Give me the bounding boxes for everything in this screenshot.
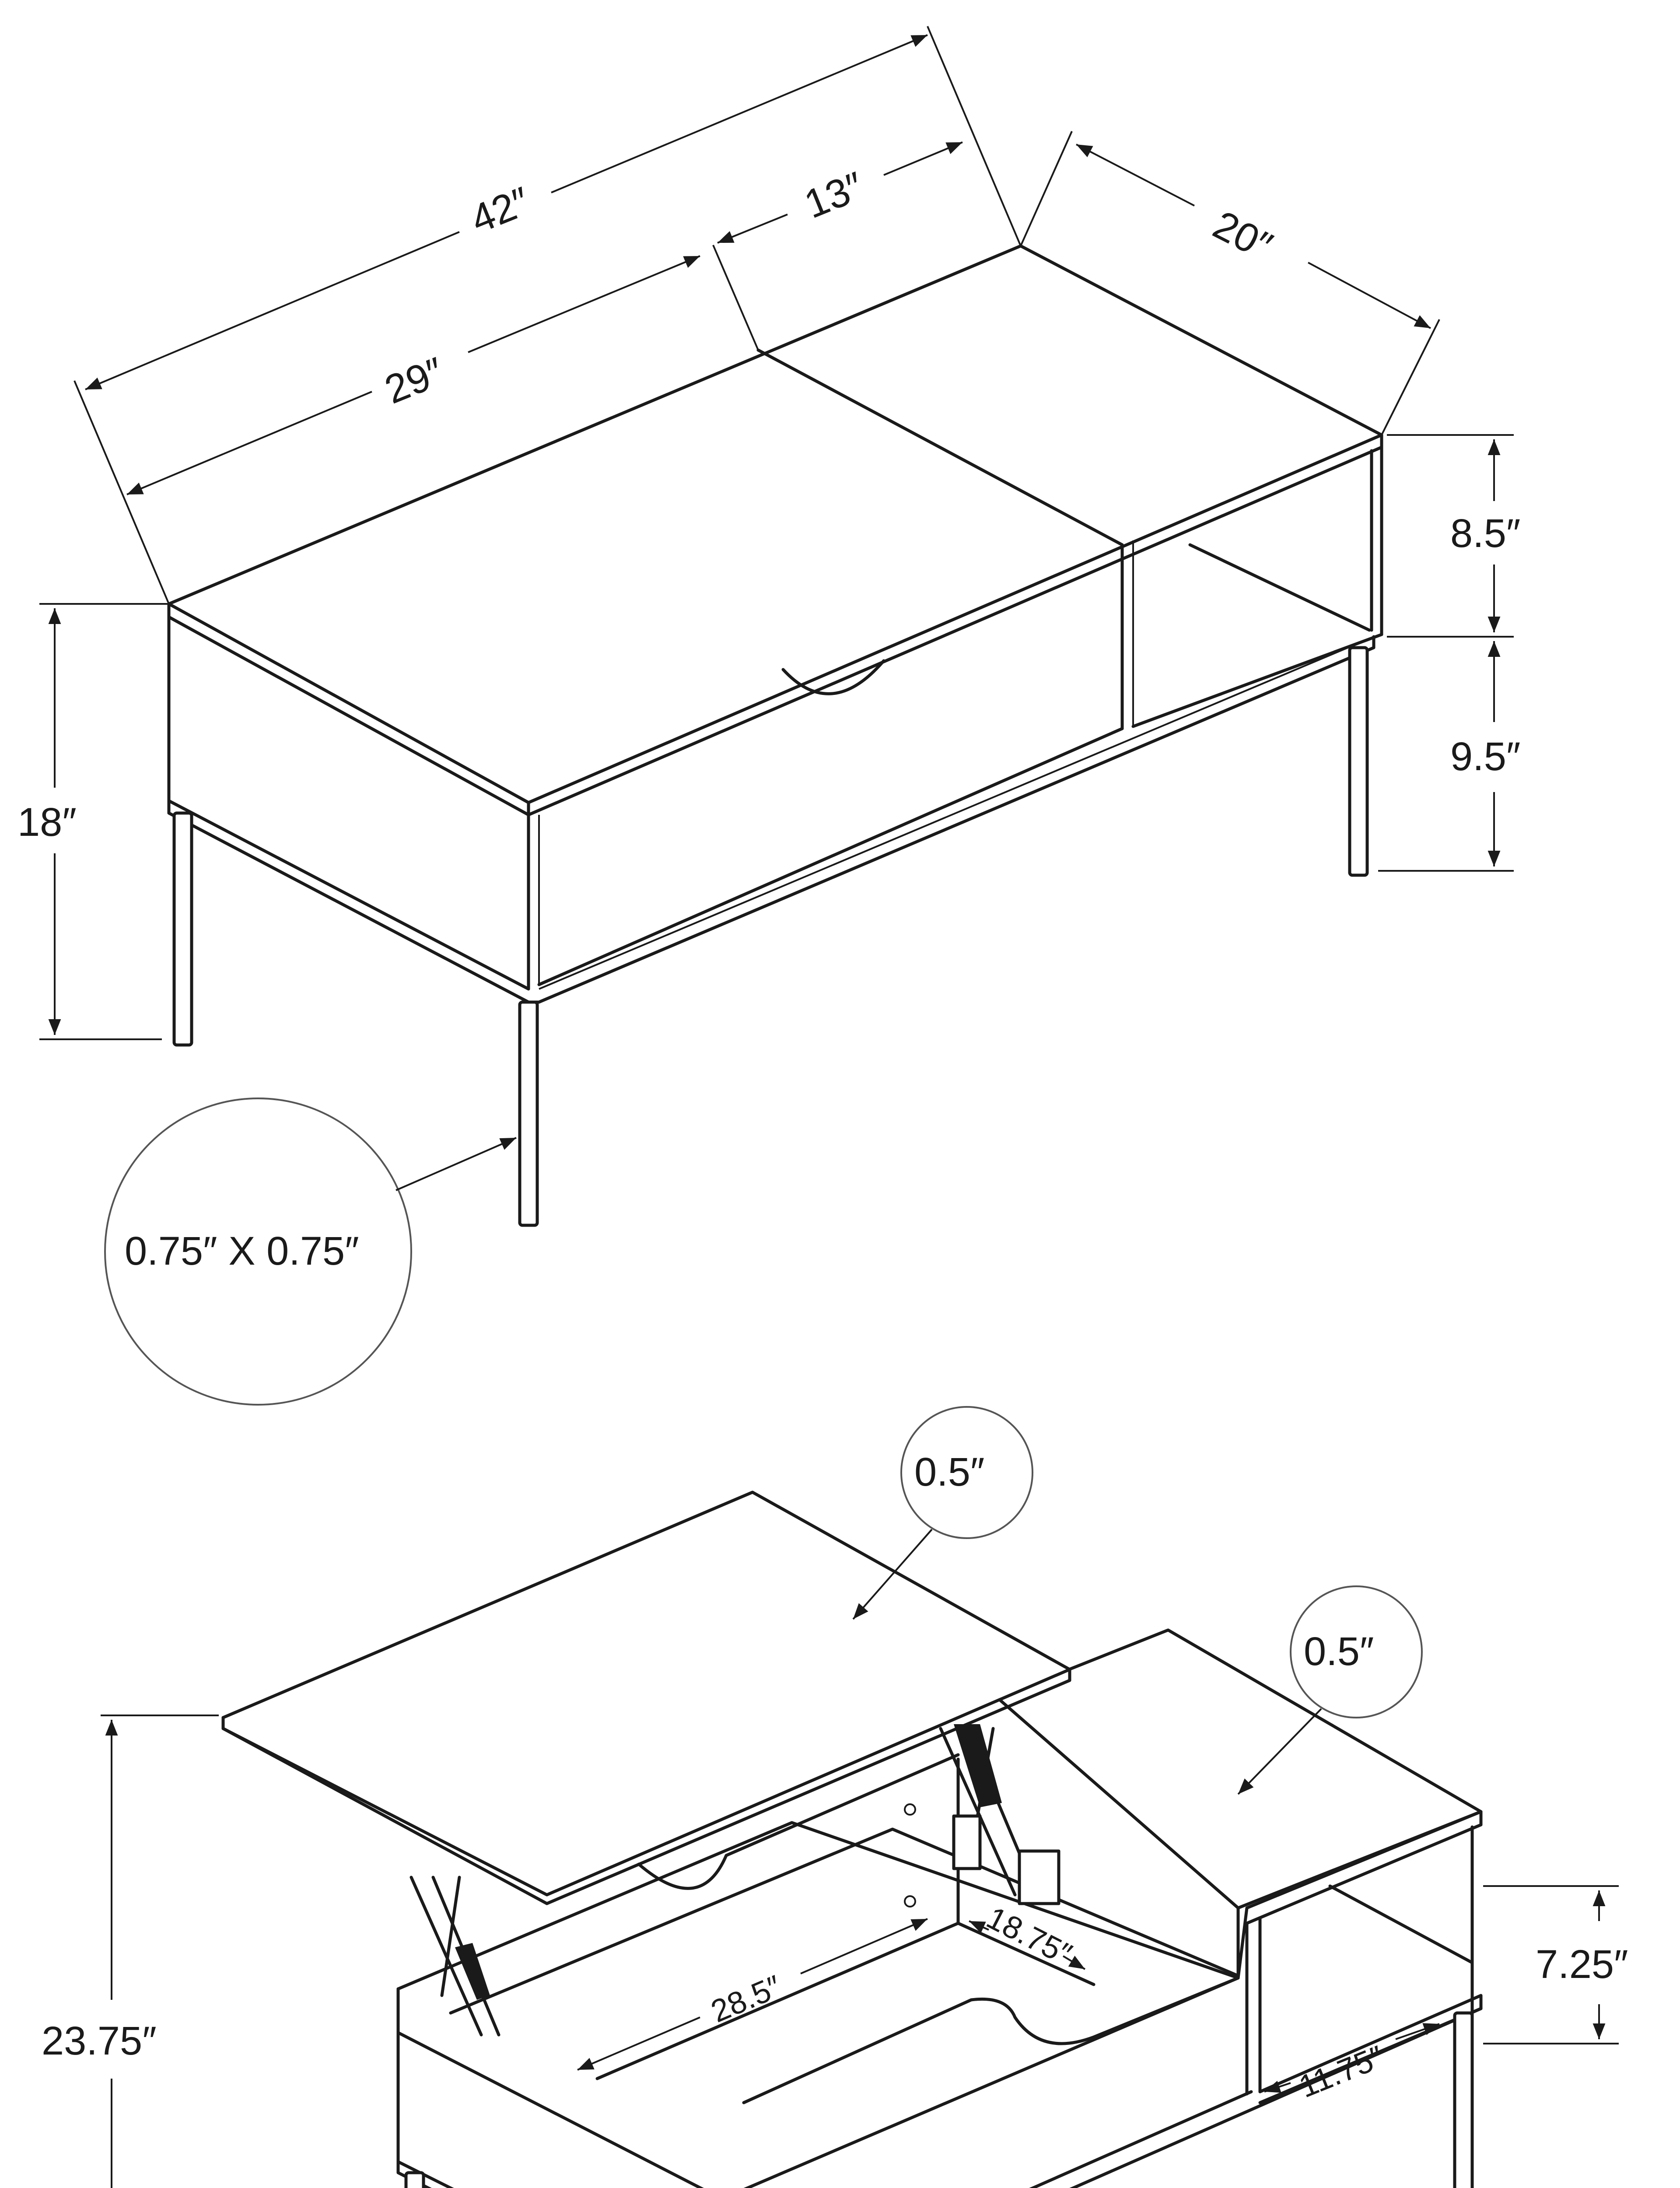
- lift-mechanism-left: [410, 1876, 500, 2037]
- dim-shelf-height: 7.25″: [1536, 1942, 1628, 1987]
- leg-profile-callout: [104, 1098, 412, 1406]
- closed-dimensions: 42″ 29″ 13″ 20″ 18″ 8.5″ 9.5″: [18, 26, 1520, 1406]
- dim-depth: 20″: [1206, 202, 1279, 269]
- handle-cutout: [781, 659, 886, 695]
- dim-overall-height: 18″: [18, 800, 77, 845]
- lift-mechanism-right: [904, 1724, 1060, 1907]
- dim-leg-clearance-height: 9.5″: [1450, 734, 1520, 779]
- lift-top-split-line: [756, 348, 1124, 547]
- lift-top-thickness-label: 0.5″: [914, 1450, 984, 1494]
- leg-front-right: [518, 1000, 539, 1227]
- lift-top-thickness-callout: [900, 1406, 1033, 1539]
- dim-shelf-depth: 11.75″: [1294, 2039, 1389, 2104]
- leg-front-left: [172, 811, 193, 1047]
- leg-back-right-open: [1453, 2011, 1474, 2188]
- dim-shelf-opening-height: 8.5″: [1450, 511, 1520, 556]
- fixed-top-thickness-label: 0.5″: [1304, 1629, 1374, 1674]
- closed-table-drawing: [167, 244, 1383, 1227]
- leg-front-left-open: [404, 2171, 425, 2188]
- leg-back-right: [1348, 646, 1369, 877]
- fixed-top-thickness-callout: [1290, 1585, 1423, 1718]
- hinge-plate: [1018, 1849, 1060, 1905]
- dim-lifted-height: 23.75″: [42, 2019, 157, 2063]
- dim-lift-top-length: 29″: [379, 349, 450, 412]
- open-table-drawing: [221, 1490, 1483, 2188]
- dim-shelf-top-length: 13″: [798, 164, 870, 227]
- dim-overall-length: 42″: [465, 179, 536, 242]
- leg-profile-label: 0.75″ X 0.75″: [125, 1229, 359, 1273]
- lifted-top: [221, 1490, 1071, 1897]
